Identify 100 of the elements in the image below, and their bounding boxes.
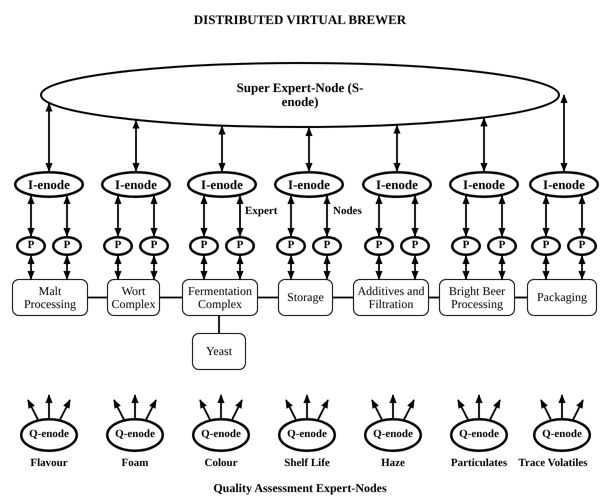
arrow <box>27 399 39 420</box>
arrow <box>542 195 550 237</box>
node-label: Fermentation Complex <box>187 284 253 310</box>
arrow <box>236 255 244 280</box>
annotation-label: Nodes <box>333 205 362 217</box>
node-caption: Shelf Life <box>283 457 331 469</box>
node-label: Q-enode <box>542 429 582 441</box>
node-caption: Foam <box>120 457 150 469</box>
arrow <box>371 399 383 420</box>
connector-line <box>515 296 527 298</box>
node-label: Q-enode <box>287 429 327 441</box>
node-caption: Flavour <box>29 457 69 469</box>
arrow <box>114 255 122 280</box>
process-node-ellipse <box>531 236 561 256</box>
arrow <box>27 195 35 237</box>
node-label: P <box>412 240 418 252</box>
process-node-ellipse <box>189 236 219 256</box>
node-label: Bright Beer Processing <box>448 284 506 310</box>
node-label: I-enode <box>28 178 70 192</box>
node-label: Malt Processing <box>23 284 77 310</box>
arrow <box>558 394 566 418</box>
node-label: Q-enode <box>201 429 241 441</box>
arrow <box>578 195 586 237</box>
node-label: I-enode <box>288 178 330 192</box>
process-box <box>439 279 515 316</box>
connector-line <box>429 296 439 298</box>
node-label: Q-enode <box>115 429 155 441</box>
arrow <box>27 255 35 280</box>
node-caption: Trace Volatiles <box>517 457 589 469</box>
node-label: P <box>462 240 470 252</box>
arrow <box>498 255 506 280</box>
expert-node-ellipse <box>101 171 171 198</box>
node-label: P <box>288 240 294 252</box>
node-label: Super Expert-Node (S-enode) <box>236 81 364 109</box>
arrow <box>113 399 125 420</box>
node-label: Storage <box>287 291 324 304</box>
diagram-caption: Quality Assessment Expert-Nodes <box>212 481 388 496</box>
arrow <box>132 120 140 172</box>
connector-line <box>258 296 278 298</box>
node-label: Q-enode <box>373 429 413 441</box>
process-node-ellipse <box>103 236 133 256</box>
node-label: P <box>64 240 70 252</box>
arrow <box>462 255 470 280</box>
process-node-ellipse <box>312 236 342 256</box>
arrow <box>218 126 226 172</box>
node-label: I-enode <box>376 178 418 192</box>
expert-node-ellipse <box>449 171 519 198</box>
arrow <box>45 102 53 172</box>
arrow <box>200 255 208 280</box>
quality-node-ellipse <box>278 418 336 452</box>
arrow <box>462 195 470 237</box>
arrow <box>287 195 295 237</box>
arrow <box>480 117 488 172</box>
connector-line <box>88 296 107 298</box>
process-box <box>353 279 429 316</box>
arrow <box>498 195 506 237</box>
process-box <box>12 279 88 316</box>
expert-node-ellipse <box>362 171 432 198</box>
quality-node-ellipse <box>20 418 78 452</box>
quality-node-ellipse <box>192 418 250 452</box>
node-label: Wort Complex <box>110 284 156 310</box>
node-label: P <box>324 240 330 252</box>
quality-node-ellipse <box>106 418 164 452</box>
node-label: Additives and Filtration <box>356 284 426 310</box>
node-label: P <box>236 240 244 252</box>
connector-line <box>218 316 220 333</box>
node-label: Q-enode <box>459 429 499 441</box>
process-node-ellipse <box>52 236 82 256</box>
quality-node-ellipse <box>533 418 591 452</box>
connector-line <box>160 296 182 298</box>
arrow <box>285 399 297 420</box>
expert-node-ellipse <box>529 171 599 198</box>
arrow <box>317 399 329 420</box>
node-caption: Colour <box>204 457 238 469</box>
process-box <box>182 279 258 316</box>
process-node-ellipse <box>451 236 481 256</box>
arrow <box>200 195 208 237</box>
arrow <box>489 399 501 420</box>
arrow <box>403 399 415 420</box>
arrow <box>236 195 244 237</box>
diagram-title: DISTRIBUTED VIRTUAL BREWER <box>192 12 408 28</box>
node-label: P <box>200 240 208 252</box>
process-node-ellipse <box>487 236 517 256</box>
arrow <box>150 195 158 237</box>
node-label: I-enode <box>201 178 243 192</box>
arrow <box>540 399 552 420</box>
node-label: P <box>150 240 158 252</box>
arrow <box>393 124 401 172</box>
arrow <box>45 394 53 418</box>
process-box <box>107 279 160 316</box>
node-label: P <box>114 240 122 252</box>
arrow <box>231 399 243 420</box>
expert-node-ellipse <box>40 62 560 128</box>
node-label: P <box>28 240 34 252</box>
connector-line <box>333 296 353 298</box>
arrow <box>145 399 157 420</box>
quality-node-ellipse <box>364 418 422 452</box>
arrow <box>578 255 586 280</box>
node-label: I-enode <box>463 178 505 192</box>
arrow <box>131 394 139 418</box>
